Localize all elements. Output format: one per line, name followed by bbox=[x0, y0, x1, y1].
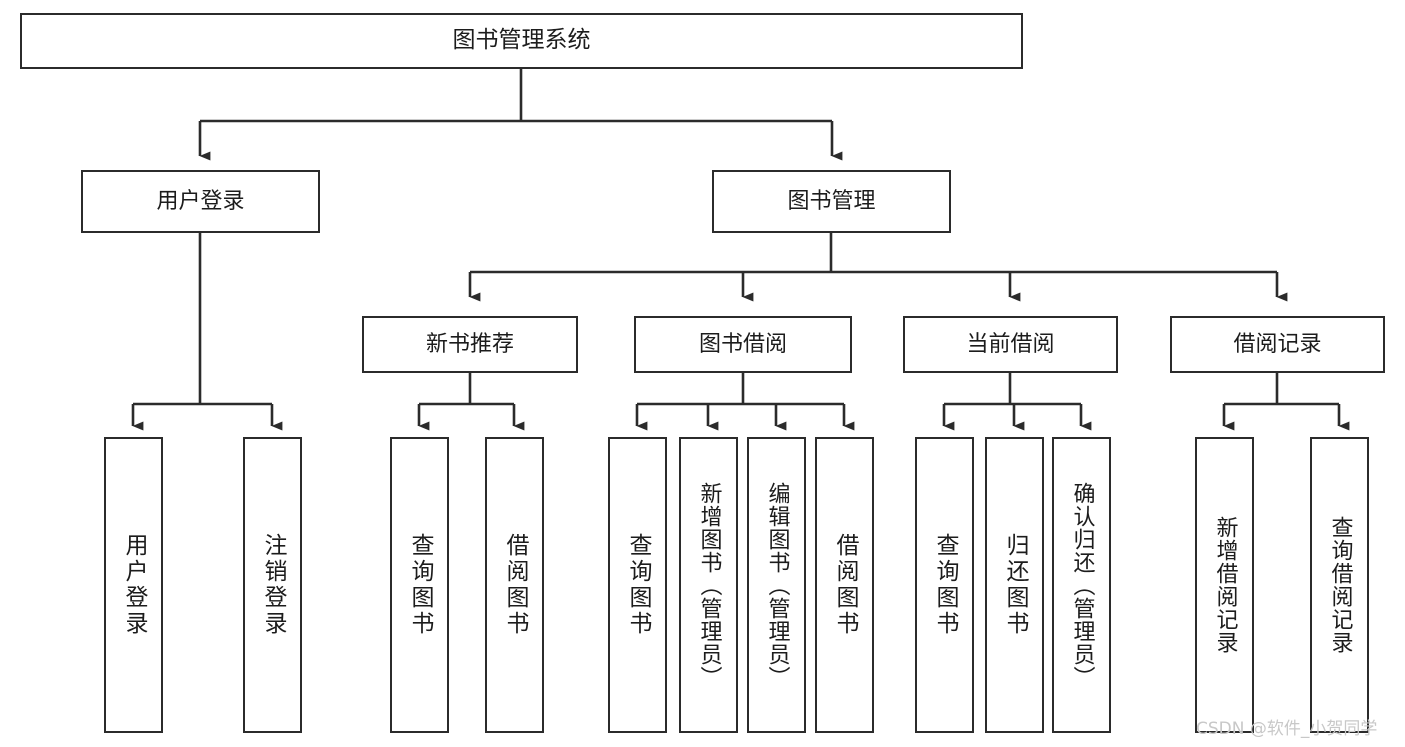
leaf-user-login-login[interactable]: 用户登录 bbox=[104, 437, 163, 733]
node-label: 当前借阅 bbox=[966, 331, 1055, 357]
leaf-book-borrow-add-book-admin[interactable]: 新增图书（管理员） bbox=[679, 437, 738, 733]
leaf-user-login-logout[interactable]: 注销登录 bbox=[243, 437, 302, 733]
node-label: 用户登录 bbox=[121, 533, 147, 637]
leaf-new-book-query-book[interactable]: 查询图书 bbox=[390, 437, 449, 733]
node-label: 查询图书 bbox=[407, 533, 433, 637]
node-book-borrow[interactable]: 图书借阅 bbox=[634, 316, 852, 373]
node-label: 编辑图书（管理员） bbox=[764, 481, 790, 689]
node-label: 新增图书（管理员） bbox=[696, 481, 722, 689]
node-label: 确认归还（管理员） bbox=[1069, 481, 1095, 689]
node-label: 新书推荐 bbox=[425, 331, 514, 357]
node-new-book-recommend[interactable]: 新书推荐 bbox=[362, 316, 578, 373]
leaf-current-borrow-return-book[interactable]: 归还图书 bbox=[985, 437, 1044, 733]
node-label: 查询借阅记录 bbox=[1327, 516, 1353, 654]
leaf-book-borrow-edit-book-admin[interactable]: 编辑图书（管理员） bbox=[747, 437, 806, 733]
leaf-current-borrow-query-book[interactable]: 查询图书 bbox=[915, 437, 974, 733]
node-label: 图书管理 bbox=[787, 188, 876, 214]
node-label: 用户登录 bbox=[156, 188, 245, 214]
leaf-records-query-borrow-record[interactable]: 查询借阅记录 bbox=[1310, 437, 1369, 733]
csdn-watermark: CSDN @软件_小贺同学 bbox=[1196, 719, 1378, 739]
node-root-library-system[interactable]: 图书管理系统 bbox=[20, 13, 1023, 69]
node-current-borrow[interactable]: 当前借阅 bbox=[903, 316, 1118, 373]
node-label: 新增借阅记录 bbox=[1212, 516, 1238, 654]
node-label: 借阅记录 bbox=[1233, 331, 1322, 357]
leaf-book-borrow-borrow-book[interactable]: 借阅图书 bbox=[815, 437, 874, 733]
node-borrow-records[interactable]: 借阅记录 bbox=[1170, 316, 1385, 373]
node-label: 查询图书 bbox=[932, 533, 958, 637]
leaf-current-borrow-confirm-return-admin[interactable]: 确认归还（管理员） bbox=[1052, 437, 1111, 733]
node-label: 图书借阅 bbox=[698, 331, 787, 357]
node-label: 查询图书 bbox=[625, 533, 651, 637]
node-book-management[interactable]: 图书管理 bbox=[712, 170, 951, 233]
node-label: 借阅图书 bbox=[832, 533, 858, 637]
node-label: 借阅图书 bbox=[502, 533, 528, 637]
node-label: 图书管理系统 bbox=[452, 27, 591, 54]
node-label: 注销登录 bbox=[260, 533, 286, 637]
node-user-login[interactable]: 用户登录 bbox=[81, 170, 320, 233]
leaf-records-add-borrow-record[interactable]: 新增借阅记录 bbox=[1195, 437, 1254, 733]
leaf-new-book-borrow-book[interactable]: 借阅图书 bbox=[485, 437, 544, 733]
leaf-book-borrow-query-book[interactable]: 查询图书 bbox=[608, 437, 667, 733]
node-label: 归还图书 bbox=[1002, 533, 1028, 637]
